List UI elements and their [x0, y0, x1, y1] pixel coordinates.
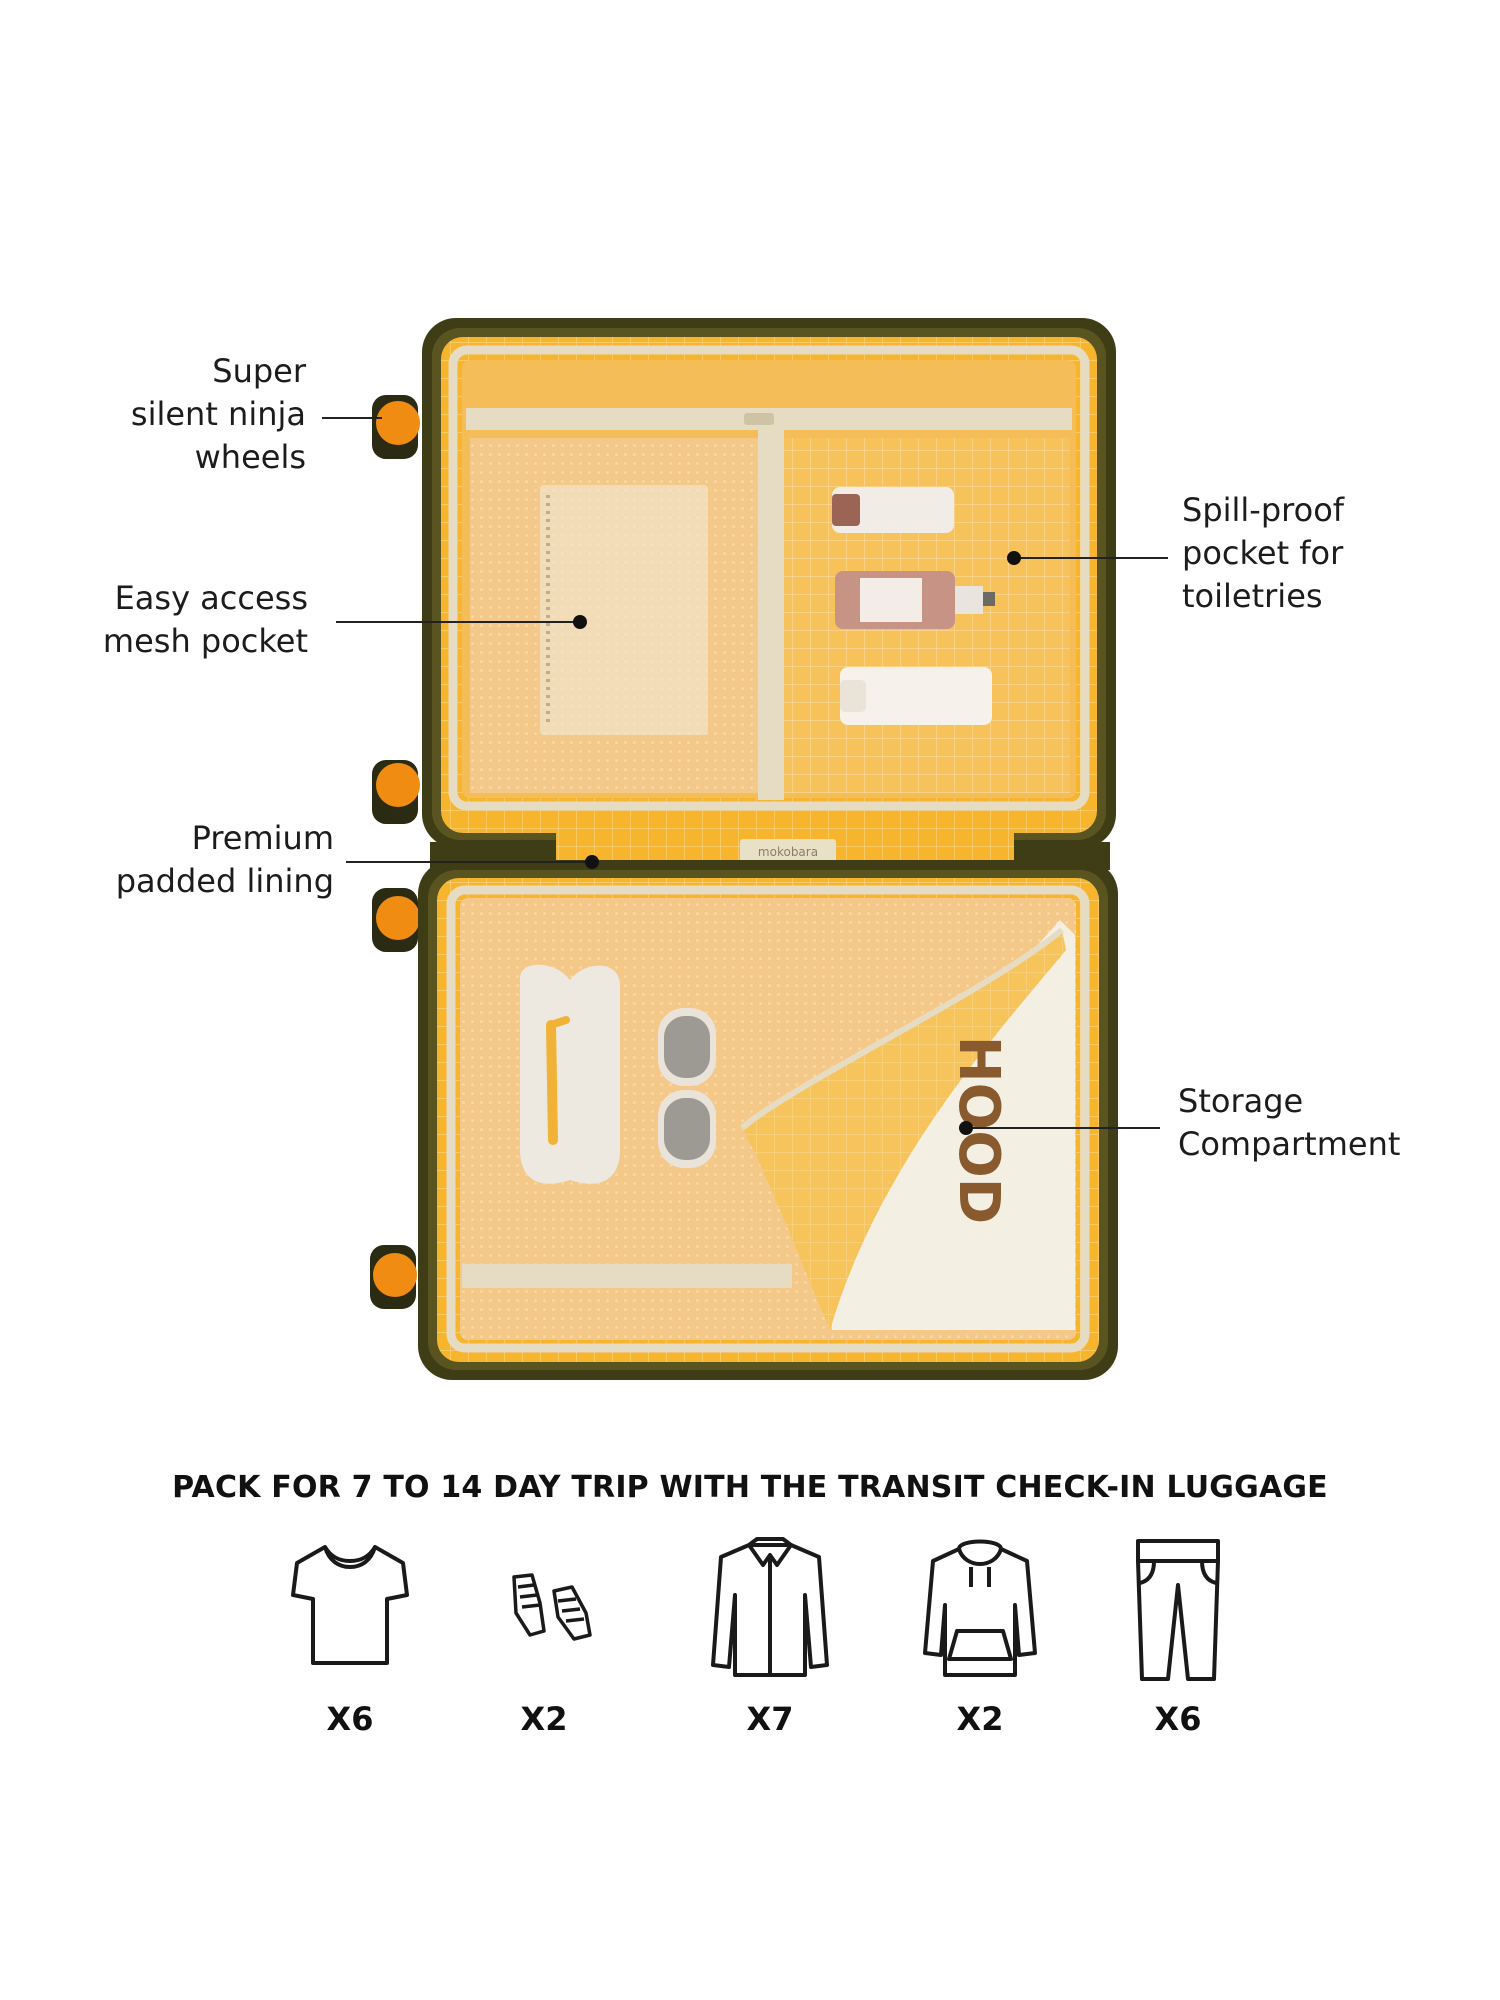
callout-lining: Premium padded lining [116, 817, 334, 903]
callout-storage-line-1: Storage [1178, 1082, 1304, 1120]
pack-count-shirt: X7 [746, 1700, 794, 1738]
sneakers-icon [512, 1573, 592, 1641]
bottom-shell: HOOD [418, 860, 1118, 1380]
top-shell [422, 318, 1116, 848]
pack-count-tshirt: X6 [326, 1700, 374, 1738]
trousers-icon [1136, 1539, 1220, 1681]
callout-wheels-line-3: wheels [194, 438, 306, 476]
callout-wheels-line-1: Super [212, 352, 306, 390]
hoodie-icon [923, 1539, 1037, 1677]
shirt-icon [711, 1537, 829, 1677]
pack-count-sneakers: X2 [520, 1700, 568, 1738]
callout-toiletries-line-3: toiletries [1182, 577, 1323, 615]
callout-mesh-line-1: Easy access [114, 579, 308, 617]
pack-item-sneakers [470, 1535, 630, 1675]
callout-storage-line-2: Compartment [1178, 1125, 1401, 1163]
callout-toiletries-line-2: pocket for [1182, 534, 1344, 572]
callout-toiletries-line-1: Spill-proof [1182, 491, 1345, 529]
callout-lining-line-2: padded lining [115, 862, 334, 900]
pack-item-shirt [690, 1535, 850, 1685]
pack-item-hoodie [900, 1535, 1060, 1685]
callout-dots [573, 551, 1021, 1135]
callout-toiletries: Spill-proof pocket for toiletries [1182, 489, 1344, 618]
pack-item-trousers [1098, 1535, 1258, 1685]
callout-wheels-line-2: silent ninja [130, 395, 306, 433]
callout-storage: Storage Compartment [1178, 1080, 1400, 1166]
shirt-print: HOOD [946, 1036, 1011, 1225]
callout-lining-line-1: Premium [191, 819, 334, 857]
brand-tag: mokobara [758, 845, 818, 859]
tshirt-icon [291, 1545, 409, 1665]
callout-leaders [322, 417, 1168, 1129]
callout-wheels: Super silent ninja wheels [131, 350, 306, 479]
pack-count-trousers: X6 [1154, 1700, 1202, 1738]
callout-mesh-line-2: mesh pocket [102, 622, 308, 660]
wheel-group [370, 395, 420, 1309]
callout-mesh-pocket: Easy access mesh pocket [103, 577, 308, 663]
pack-item-tshirt [270, 1535, 430, 1675]
pack-heading: PACK FOR 7 TO 14 DAY TRIP WITH THE TRANS… [172, 1470, 1328, 1505]
pack-count-hoodie: X2 [956, 1700, 1004, 1738]
